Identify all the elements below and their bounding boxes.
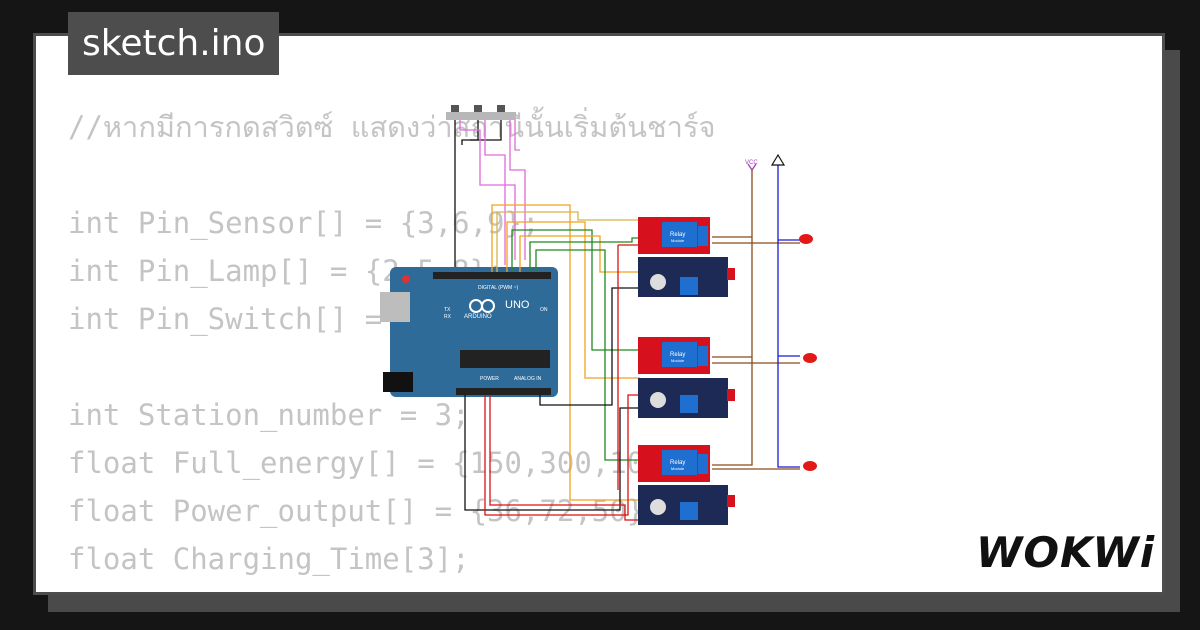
wokwi-logo: WOKWi [976, 528, 1156, 577]
on-label: ON [540, 307, 548, 313]
sensor-module-2[interactable] [638, 378, 735, 418]
relay-module-2[interactable]: Relay Module [638, 337, 710, 374]
gnd-icon [770, 153, 786, 166]
code-line-10: float Charging_Time[3]; [68, 542, 470, 576]
board-brand-label: ARDUINO [464, 314, 492, 320]
tx-label: TX [444, 307, 451, 313]
vcc-label: VCC [745, 160, 758, 166]
code-preview: //หากมีการกดสวิตซ์ แสดงว่าสถานีนั้นเริ่ม… [68, 103, 716, 583]
led-2[interactable] [803, 353, 817, 363]
relay-3-label: Relay [670, 460, 685, 466]
digital-label: DIGITAL (PWM ~) [478, 285, 518, 291]
code-line-8: float Full_energy[] = {150,300,100}; [68, 446, 697, 480]
relay-2-label: Relay [670, 352, 685, 358]
power-label: POWER [480, 376, 499, 382]
code-line-1: //หากมีการกดสวิตซ์ แสดงว่าสถานีนั้นเริ่ม… [68, 110, 716, 144]
arduino-uno-board[interactable]: UNO ARDUINO DIGITAL (PWM ~) ANALOG IN PO… [380, 267, 558, 397]
code-line-7: int Station_number = 3; [68, 398, 470, 432]
sensor-module-1[interactable] [638, 257, 735, 297]
preview-card [33, 33, 1165, 595]
file-tab[interactable]: sketch.ino [68, 12, 280, 75]
sensor-module-3[interactable] [638, 485, 735, 525]
relay-1-label: Relay [670, 232, 685, 238]
relay-2-sub: Module [671, 358, 685, 363]
rx-label: RX [444, 314, 452, 320]
code-line-9: float Power_output[] = {36,72,50}; [68, 494, 662, 528]
analog-label: ANALOG IN [514, 376, 542, 382]
push-buttons[interactable] [446, 105, 516, 120]
relay-module-3[interactable]: Relay Module [638, 445, 710, 482]
board-model-label: UNO [505, 299, 530, 311]
relay-module-1[interactable]: Relay Module [638, 217, 710, 254]
led-1[interactable] [799, 234, 813, 244]
led-3[interactable] [803, 461, 817, 471]
relay-3-sub: Module [671, 466, 685, 471]
relay-1-sub: Module [671, 238, 685, 243]
